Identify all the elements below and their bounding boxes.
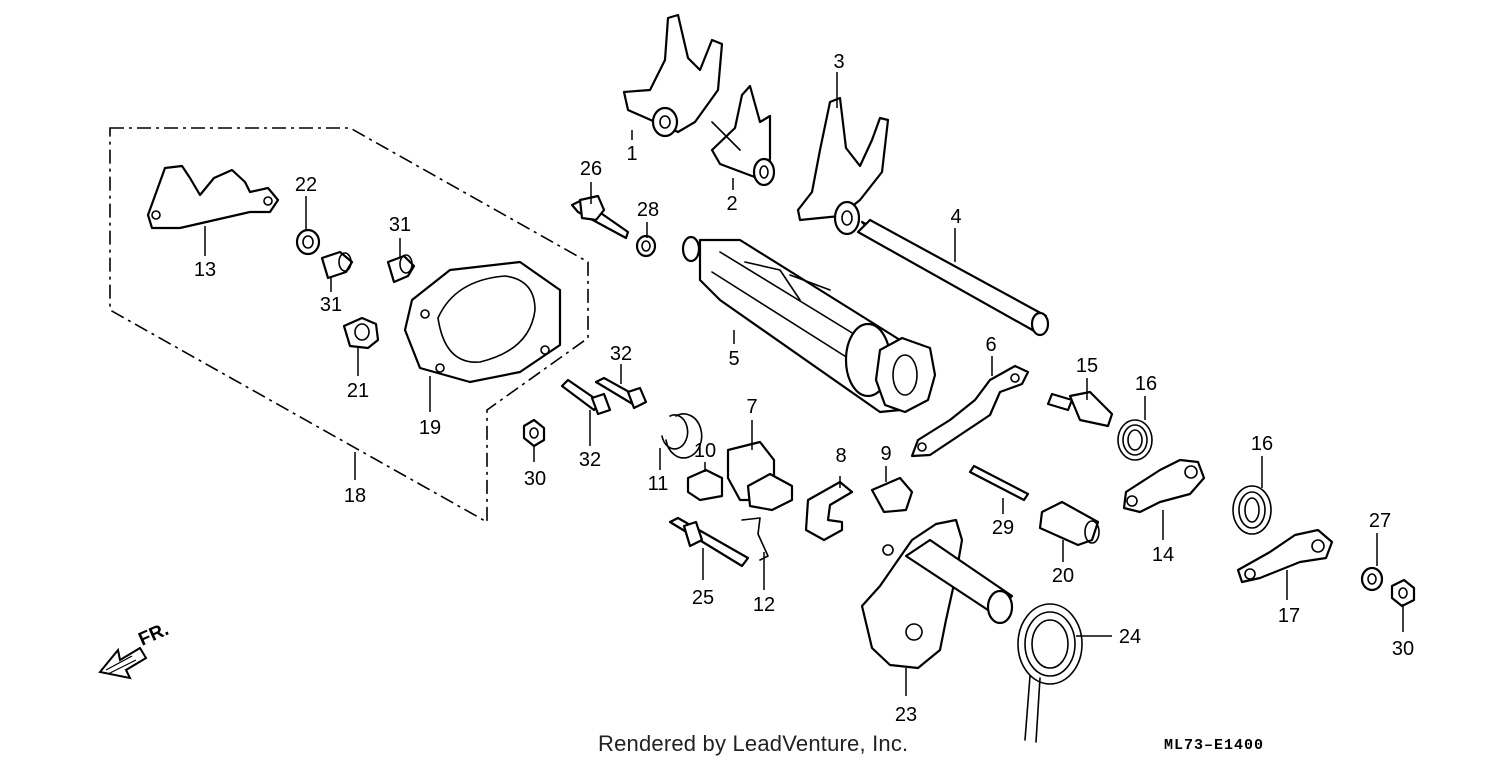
- callout-14: 14: [1152, 544, 1174, 566]
- part-2-shift-fork: [710, 84, 776, 187]
- part-3-shift-fork: [796, 96, 890, 236]
- callout-2: 2: [726, 193, 737, 215]
- part-30-nut-a: [522, 418, 546, 448]
- part-14-arm: [1122, 458, 1206, 514]
- part-25-bolt: [668, 516, 750, 568]
- part-23-shift-plate: [860, 518, 964, 670]
- part-32-bolt-a: [594, 376, 648, 410]
- part-15-pin: [1046, 390, 1114, 428]
- part-7-drum-shifter: [726, 440, 794, 512]
- callout-24: 24: [1119, 626, 1141, 648]
- assembly-boundary: [109, 127, 589, 524]
- callout-1: 1: [626, 143, 637, 165]
- callout-31b: 31: [389, 214, 411, 236]
- part-6-stopper-arm: [910, 364, 1030, 458]
- callout-labels: 1 2 3 4 5 6 7 8 9 10 11 12 13 14 15 16 1…: [194, 51, 1414, 726]
- part-19-gasket-plate: [403, 260, 562, 384]
- callout-7: 7: [746, 396, 757, 418]
- callout-4: 4: [950, 206, 961, 228]
- part-29-stud: [968, 464, 1030, 502]
- part-32-bolt-b: [560, 378, 612, 416]
- part-8-plate: [804, 480, 854, 542]
- callout-27: 27: [1369, 510, 1391, 532]
- callout-32a: 32: [610, 343, 632, 365]
- callout-5: 5: [728, 348, 739, 370]
- callout-31a: 31: [320, 294, 342, 316]
- direction-label: FR.: [135, 619, 172, 651]
- callout-6: 6: [985, 334, 996, 356]
- part-12-spring: [741, 517, 769, 561]
- callout-29: 29: [992, 517, 1014, 539]
- part-5-shift-drum: [681, 235, 937, 414]
- callout-18: 18: [344, 485, 366, 507]
- part-30-nut-b: [1390, 578, 1416, 608]
- part-10-pawl: [686, 468, 724, 502]
- part-1-shift-fork: [622, 13, 724, 138]
- part-24-spindle-spring: [904, 538, 1083, 743]
- callout-13: 13: [194, 259, 216, 281]
- callout-16a: 16: [1135, 373, 1157, 395]
- callout-21: 21: [347, 380, 369, 402]
- callout-8: 8: [835, 445, 846, 467]
- callout-25: 25: [692, 587, 714, 609]
- callout-19: 19: [419, 417, 441, 439]
- callout-30b: 30: [1392, 638, 1414, 660]
- part-28-washer: [635, 234, 657, 258]
- leader-lines: [204, 72, 1404, 696]
- callout-10: 10: [694, 440, 716, 462]
- part-16-spring-a: [1117, 419, 1153, 461]
- part-11-circlip: [661, 413, 703, 459]
- part-31-collar-b: [386, 254, 416, 284]
- part-26-bolt: [570, 194, 630, 240]
- part-20-collar: [1038, 500, 1100, 547]
- callout-23: 23: [895, 704, 917, 726]
- callout-20: 20: [1052, 565, 1074, 587]
- diagram-code: ML73–E1400: [1164, 737, 1265, 754]
- callout-30a: 30: [524, 468, 546, 490]
- part-16-spring-b: [1232, 485, 1272, 535]
- part-17-arm: [1236, 528, 1334, 584]
- callout-28: 28: [637, 199, 659, 221]
- callout-22: 22: [295, 174, 317, 196]
- credit-text: Rendered by LeadVenture, Inc.: [598, 731, 909, 756]
- callout-11: 11: [648, 473, 669, 495]
- front-direction-arrow-icon: FR.: [98, 619, 172, 680]
- callout-12: 12: [753, 594, 775, 616]
- callout-17: 17: [1278, 605, 1300, 627]
- callout-26: 26: [580, 158, 602, 180]
- part-9-collar: [870, 476, 914, 514]
- part-21-bushing: [342, 316, 380, 350]
- callout-3: 3: [833, 51, 844, 73]
- callout-32b: 32: [579, 449, 601, 471]
- callout-15: 15: [1076, 355, 1098, 377]
- part-27-washer: [1360, 566, 1384, 592]
- part-4-fork-shaft: [856, 218, 1050, 337]
- part-31-collar-a: [320, 250, 354, 280]
- part-22-bearing: [295, 228, 321, 256]
- callout-16b: 16: [1251, 433, 1273, 455]
- part-13-bracket: [146, 164, 280, 230]
- callout-9: 9: [880, 443, 891, 465]
